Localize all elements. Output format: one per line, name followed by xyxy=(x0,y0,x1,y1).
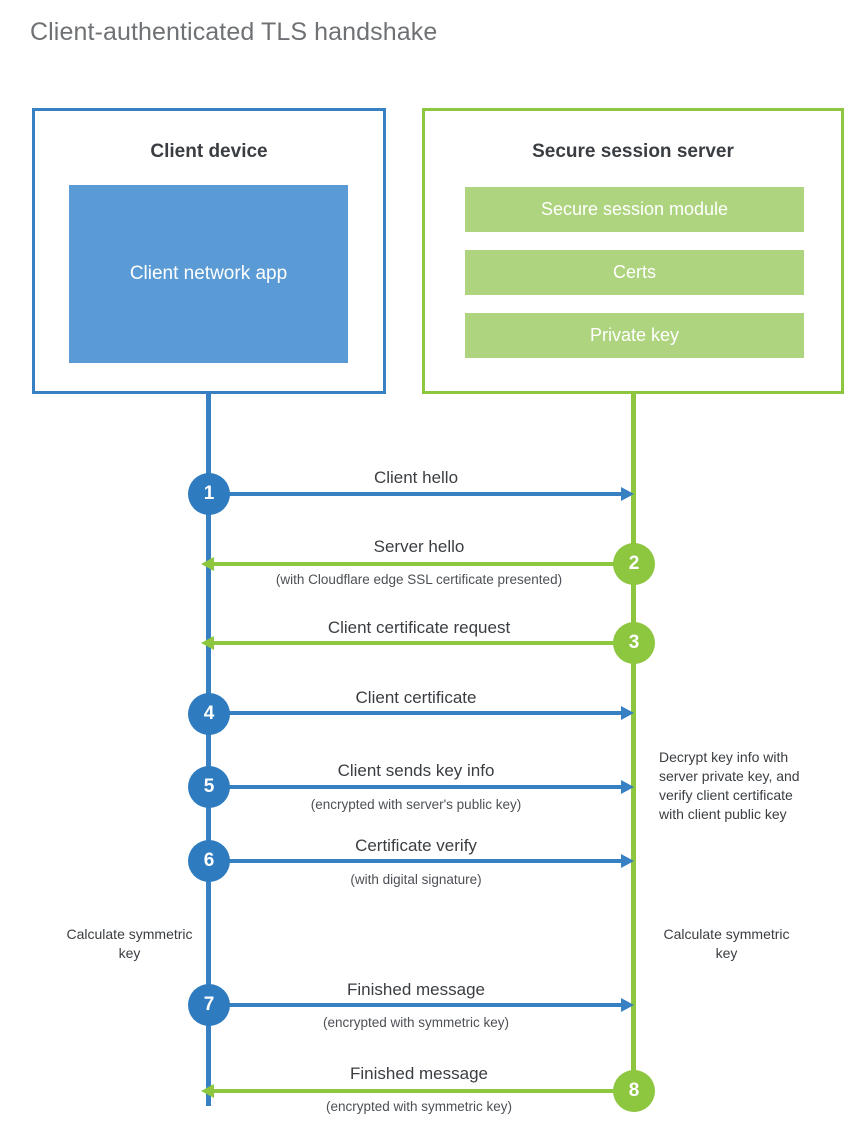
step-badge-1: 1 xyxy=(188,473,230,515)
message-arrow-step-4 xyxy=(210,706,634,720)
message-arrow-step-1 xyxy=(210,487,634,501)
step-badge-8: 8 xyxy=(613,1070,655,1112)
arrow-head-icon xyxy=(201,557,214,571)
message-sublabel-step-8: (encrypted with symmetric key) xyxy=(325,1099,513,1114)
message-arrow-step-6 xyxy=(210,854,634,868)
secure-session-server-title: Secure session server xyxy=(532,141,734,162)
message-sublabel-step-5: (encrypted with server's public key) xyxy=(310,797,522,812)
message-arrow-step-8 xyxy=(201,1084,634,1098)
server-decrypt-note: Decrypt key info with server private key… xyxy=(659,749,800,822)
step-badge-3: 3 xyxy=(613,622,655,664)
message-sublabel-step-2: (with Cloudflare edge SSL certificate pr… xyxy=(275,572,563,587)
message-label-step-4: Client certificate xyxy=(355,688,477,707)
step-badge-4: 4 xyxy=(188,693,230,735)
secure-session-server-box: Secure session server Secure session mod… xyxy=(422,108,844,394)
message-sublabel-step-7: (encrypted with symmetric key) xyxy=(322,1015,510,1030)
server-module-private-key: Private key xyxy=(465,313,804,358)
message-label-step-5: Client sends key info xyxy=(337,761,495,780)
message-label-step-7: Finished message xyxy=(347,980,485,999)
message-arrow-step-3 xyxy=(201,636,634,650)
step-badge-6: 6 xyxy=(188,840,230,882)
client-network-app-block: Client network app xyxy=(69,185,348,363)
message-label-step-6: Certificate verify xyxy=(355,836,477,855)
server-module-certs: Certs xyxy=(465,250,804,295)
server-module-secure-session-module: Secure session module xyxy=(465,187,804,232)
arrow-head-icon xyxy=(621,854,634,868)
message-label-step-3: Client certificate request xyxy=(327,618,511,637)
arrow-head-icon xyxy=(621,706,634,720)
arrow-head-icon xyxy=(201,1084,214,1098)
message-sublabel-step-6: (with digital signature) xyxy=(350,872,482,887)
arrow-head-icon xyxy=(621,998,634,1012)
step-badge-7: 7 xyxy=(188,984,230,1026)
client-lifeline xyxy=(206,391,211,1106)
message-label-step-1: Client hello xyxy=(373,468,459,487)
server-calculate-symmetric-key-note: Calculate symmetric key xyxy=(663,926,790,961)
arrow-head-icon xyxy=(201,636,214,650)
message-label-step-2: Server hello xyxy=(373,537,465,556)
message-label-step-8: Finished message xyxy=(350,1064,488,1083)
step-badge-2: 2 xyxy=(613,543,655,585)
step-badge-5: 5 xyxy=(188,766,230,808)
message-arrow-step-5 xyxy=(210,780,634,794)
arrow-head-icon xyxy=(621,487,634,501)
message-arrow-step-2 xyxy=(201,557,634,571)
client-device-box: Client device Client network app xyxy=(32,108,386,394)
arrow-head-icon xyxy=(621,780,634,794)
server-lifeline xyxy=(631,391,636,1092)
client-calculate-symmetric-key-note: Calculate symmetric key xyxy=(66,926,193,961)
message-arrow-step-7 xyxy=(210,998,634,1012)
client-device-title: Client device xyxy=(150,141,268,162)
page-title: Client-authenticated TLS handshake xyxy=(30,18,438,46)
